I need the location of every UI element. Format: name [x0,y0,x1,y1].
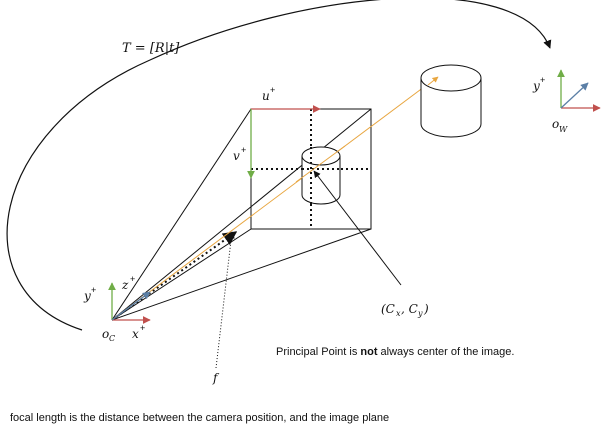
transform-label: T = [R|t] [122,41,180,56]
frustum-line-top-left [111,108,252,321]
world-origin-label: o W [552,117,568,134]
svg-text:x: x [132,327,139,341]
camera-z-axis [111,291,151,321]
svg-text:, C: , C [401,302,418,316]
principal-point-label: (C x , C y ) [381,302,429,318]
world-z-axis [560,82,589,109]
frustum-line-top-right [111,108,372,321]
svg-text:+: + [270,85,275,95]
principal-point-pointer [313,170,402,286]
transform-arc [6,0,552,331]
svg-text:+: + [140,323,145,333]
svg-text:(C: (C [381,302,395,316]
v-axis-label: v + [233,145,246,163]
svg-text:): ) [423,302,429,316]
world-cylinder [420,64,482,138]
ray-tip-over-cylinder [427,76,439,86]
svg-text:o: o [552,117,559,131]
principal-note-prefix: Principal Point is [276,346,361,358]
frustum-line-bottom-right [111,228,372,321]
world-y-label: y + [532,75,545,93]
focal-length-note: focal length is the distance between the… [10,412,390,424]
principal-point-note: Principal Point is not always center of … [276,346,514,358]
svg-text:y: y [417,309,423,318]
camera-y-label: y + [83,285,96,303]
svg-text:W: W [559,125,568,134]
svg-text:v: v [233,149,240,163]
svg-text:+: + [241,145,246,155]
svg-text:C: C [109,334,115,343]
svg-text:y: y [83,289,91,303]
camera-z-label: z + [121,274,135,292]
camera-x-label: x + [132,323,145,341]
svg-text:o: o [102,327,109,341]
svg-text:z: z [121,278,129,292]
image-cylinder [301,146,341,205]
svg-text:+: + [540,75,545,85]
focal-pointer [215,231,235,369]
u-axis-label: u + [262,85,275,103]
svg-text:u: u [262,89,270,103]
camera-origin-label: o C [102,327,115,343]
principal-note-bold: not [360,346,378,358]
focal-label: f [212,371,220,385]
svg-text:+: + [91,285,96,295]
svg-text:y: y [532,79,540,93]
projection-ray [111,77,437,321]
svg-text:+: + [130,274,135,284]
svg-text:x: x [396,309,401,318]
principal-note-suffix: always center of the image. [377,346,515,358]
ray-over-cylinder [295,145,346,183]
